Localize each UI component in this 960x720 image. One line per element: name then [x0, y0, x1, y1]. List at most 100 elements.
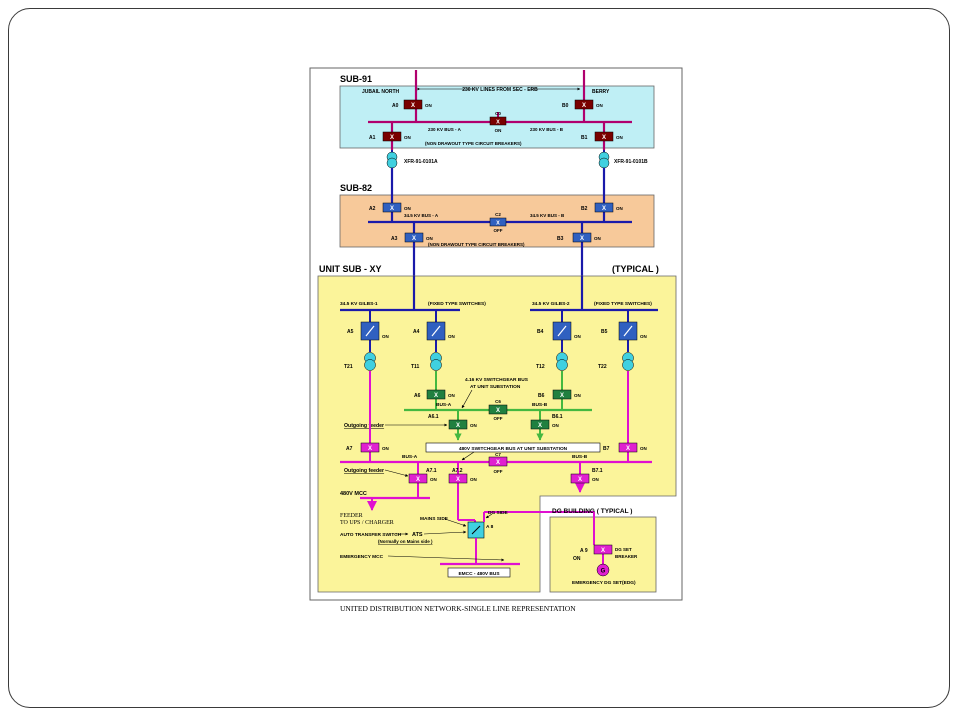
switch-a5-state: ON [382, 334, 389, 339]
breaker-c6: X C6 OFF [488, 399, 508, 421]
breaker-a1-label: A1 [369, 135, 376, 141]
breaker-c2-state: OFF [494, 228, 503, 233]
t21-label: T21 [344, 364, 353, 370]
swgr-480-label: 480V SWITCHGEAR BUS AT UNIT SUBSTATION [459, 446, 568, 452]
sub91-bus-b: 230 KV BUS - B [530, 127, 564, 132]
switch-b5-label: B5 [601, 329, 608, 335]
feeder-line2: TO UPS / CHARGER [340, 520, 394, 526]
dg-side-label: DG SIDE [488, 510, 509, 516]
bus-a-480: BUS-A [402, 454, 418, 460]
emcc-box [447, 567, 511, 578]
switch-a4-label: A4 [413, 329, 420, 335]
breaker-c0: X C0 ON [489, 111, 507, 133]
transformer-t21-icon [364, 352, 376, 371]
transformer-t12-icon [556, 352, 568, 371]
breaker-a3-label: A3 [391, 236, 398, 242]
breaker-b3-state: ON [594, 236, 601, 241]
breaker-b7-1-state: ON [592, 477, 599, 482]
transformer-xfr-b-icon [598, 151, 610, 169]
breaker-a7-2-label: A7.2 [452, 468, 463, 474]
breaker-b2-state: ON [616, 206, 623, 211]
breaker-a9: X A 9 ON DG SET BREAKER [573, 544, 638, 562]
transformer-t11-icon [430, 352, 442, 371]
switch-a5-label: A5 [347, 329, 354, 335]
svg-text:X: X [538, 423, 542, 429]
breaker-a9-label: A 9 [580, 548, 588, 554]
breaker-b1-state: ON [616, 135, 623, 140]
sub91-bus-a: 230 KV BUS - A [428, 127, 462, 132]
sub82-bus-a: 34.5 KV BUS - A [404, 213, 439, 218]
dg-set-label-2: BREAKER [615, 554, 638, 559]
breaker-c0-state: ON [495, 128, 502, 133]
breaker-a7-1-label: A7.1 [426, 468, 437, 474]
outgoing-feeder-magenta: Outgoing feeder [344, 468, 384, 474]
sub82-bus-b: 34.5 KV BUS - B [530, 213, 565, 218]
switch-b4: B4 ON [537, 321, 581, 341]
sub91-left-line: JUBAIL NORTH [362, 89, 400, 95]
breaker-b6-label: B6 [538, 393, 545, 399]
feeder-line1: FEEDER [340, 513, 363, 519]
breaker-a6-state: ON [448, 393, 455, 398]
breaker-b7-label: B7 [603, 446, 610, 452]
bus-a-416: BUS-A [436, 402, 452, 408]
breaker-a0: X A0 ON [392, 99, 432, 110]
breaker-a0-label: A0 [392, 103, 399, 109]
transformer-t22-icon [622, 352, 634, 371]
svg-text:X: X [626, 446, 630, 452]
svg-text:X: X [368, 446, 372, 452]
breaker-b7-1: X B7.1 ON [570, 468, 603, 484]
breaker-a3-state: ON [426, 236, 433, 241]
breaker-b0: X B0 ON [562, 99, 603, 110]
breaker-c7-label: C7 [495, 452, 501, 457]
mains-side-label: MAINS SIDE [420, 516, 449, 522]
breaker-c6-label: C6 [495, 399, 501, 404]
sub91-note: (NON DRAWOUT TYPE CIRCUIT BREAKERS) [425, 141, 522, 146]
switch-b5-state: ON [640, 334, 647, 339]
dg-set-label-1: DG SET [615, 547, 632, 552]
outgoing-feeder-green: Outgoing feeder [344, 423, 384, 429]
t22-label: T22 [598, 364, 607, 370]
xfr-b-label: XFR-91-0101B [614, 159, 648, 165]
generator-symbol: G [601, 569, 606, 575]
svg-text:X: X [434, 393, 438, 399]
breaker-a2: X A2 ON [369, 202, 411, 213]
emergency-mcc-label: EMERGENCY MCC [340, 554, 384, 560]
breaker-a6-1: X A6.1 ON [428, 414, 477, 430]
bus-b-480: BUS-B [572, 454, 588, 460]
breaker-a9-state: ON [573, 556, 581, 562]
transformer-xfr-a-icon [386, 151, 398, 169]
xfr-a-label: XFR-91-0101A [404, 159, 438, 165]
swgr-416-line1: 4.16 KV SWITCHGEAR BUS [465, 377, 529, 383]
ats-short-label: ATS [412, 532, 423, 538]
breaker-a6-1-label: A6.1 [428, 414, 439, 420]
swgr-416-line2: AT UNIT SUBSTATION [470, 384, 521, 390]
breaker-a0-state: ON [425, 103, 432, 108]
switch-b4-state: ON [574, 334, 581, 339]
svg-text:X: X [602, 135, 606, 141]
breaker-b6-1-label: B6.1 [552, 414, 563, 420]
t12-label: T12 [536, 364, 545, 370]
svg-text:X: X [412, 236, 416, 242]
dg-title: DG BUILDING ( TYPICAL ) [552, 508, 632, 515]
svg-text:X: X [601, 548, 605, 554]
breaker-c2: X C2 OFF [489, 212, 507, 233]
breaker-a7-2: X A7.2 ON [448, 468, 477, 484]
breaker-c7: X C7 OFF [488, 452, 508, 474]
diagram-caption: UNITED DISTRIBUTION NETWORK-SINGLE LINE … [340, 604, 576, 613]
breaker-a1-state: ON [404, 135, 411, 140]
svg-text:X: X [578, 477, 582, 483]
gilbs2-label: 34.5 KV GILBS-2 [532, 301, 570, 307]
breaker-c2-label: C2 [495, 212, 501, 217]
breaker-a7-state: ON [382, 446, 389, 451]
unit-sub-box [317, 275, 677, 593]
breaker-a6-1-state: ON [470, 423, 477, 428]
unit-sub-typical: (TYPICAL ) [612, 264, 659, 274]
svg-text:X: X [416, 477, 420, 483]
breaker-b3: X B3 ON [557, 232, 601, 243]
breaker-b6: X B6 ON [538, 389, 581, 400]
breaker-b1-label: B1 [581, 135, 588, 141]
breaker-a3: X A3 ON [391, 232, 433, 243]
sub82-note: (NON DRAWOUT TYPE CIRCUIT BREAKERS) [428, 242, 525, 247]
generator-icon: G [596, 563, 610, 577]
svg-text:X: X [496, 460, 500, 466]
